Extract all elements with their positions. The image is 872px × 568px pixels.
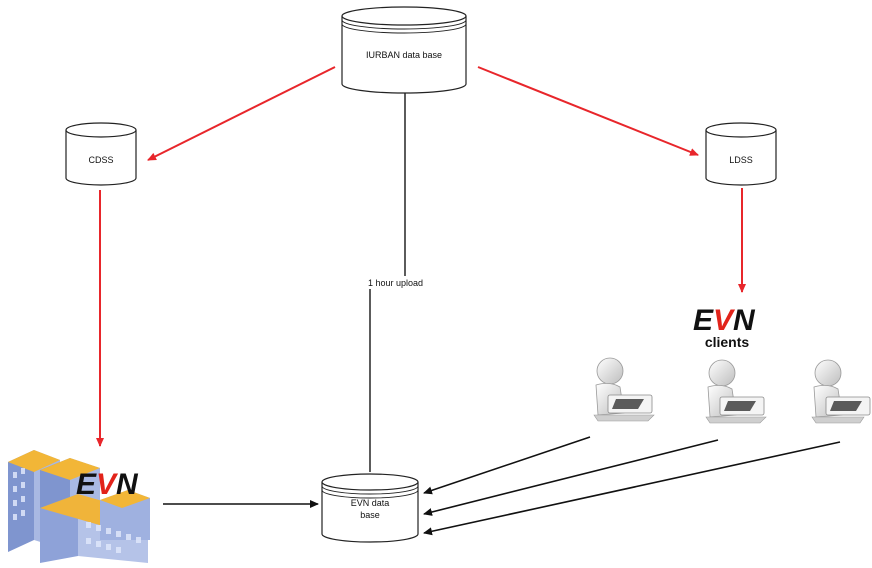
evn-logo-clients: EVN clients [693,304,756,350]
iurban-db-label: IURBAN data base [366,50,442,60]
upload-label-bg [364,276,436,289]
user-at-computer-icon [705,359,767,424]
evn-db-label-line2: base [360,510,380,520]
client-user-2 [705,359,767,424]
arrow-iurban-to-ldss [477,66,699,156]
evn-logo-n: N [116,468,139,501]
database-icon [341,6,467,94]
database-icon [705,122,777,186]
arrow-client3-to-evn-db [423,441,841,536]
database-ldss: LDSS [705,122,777,186]
evn-logo-building: EVN [76,468,139,501]
evn-logo-e: E [693,304,714,337]
database-evn: EVN data base [321,473,419,543]
clients-label: clients [705,334,750,350]
evn-logo-e: E [76,468,97,501]
ldss-db-label: LDSS [729,155,753,165]
upload-label: 1 hour upload [368,278,423,288]
user-at-computer-icon [593,357,655,422]
client-user-3 [811,359,871,424]
evn-db-label-line1: EVN data [351,498,390,508]
database-iurban: IURBAN data base [341,6,467,94]
evn-logo-n: N [733,304,756,337]
database-cdss: CDSS [65,122,137,186]
cdss-db-label: CDSS [88,155,113,165]
database-icon [321,473,419,543]
svg-text:EVN: EVN [76,468,139,501]
database-icon [65,122,137,186]
arrow-client1-to-evn-db [423,436,591,495]
evn-logo-v: V [713,304,736,337]
svg-text:EVN: EVN [693,304,756,337]
evn-logo-v: V [96,468,119,501]
user-at-computer-icon [811,359,871,424]
client-user-1 [593,357,655,422]
arrow-client2-to-evn-db [423,439,719,516]
evn-building-icon [8,450,150,563]
arrow-iurban-to-cdss [147,66,336,161]
